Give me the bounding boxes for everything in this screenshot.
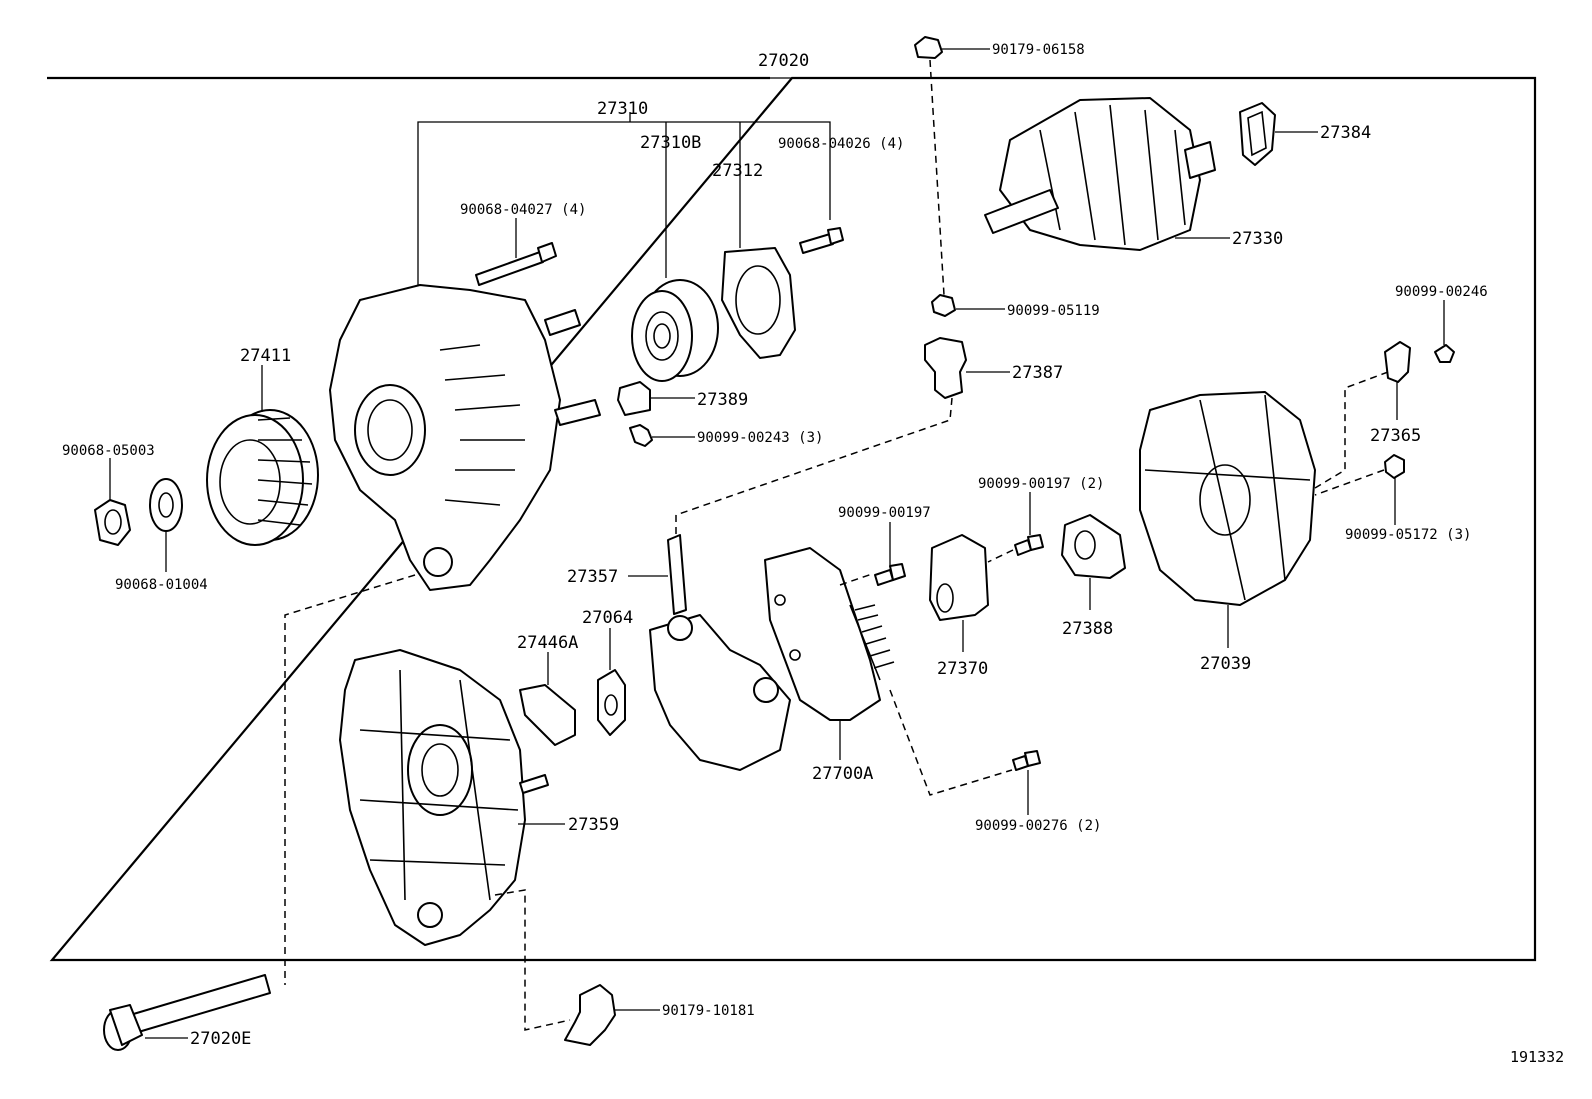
screw-90099-00246: [1434, 300, 1455, 363]
label-90068-01004: 90068-01004: [115, 577, 208, 593]
label-90179-06158: 90179-06158: [992, 42, 1085, 58]
rotor-27330: [984, 97, 1216, 251]
label-27020: 27020: [758, 51, 809, 71]
nut-90068-05003: [94, 458, 131, 546]
screw-90099-00197-2: [987, 492, 1044, 563]
label-90099-05119: 90099-05119: [1007, 303, 1100, 319]
label-27370: 27370: [937, 659, 988, 679]
label-27387: 27387: [1012, 363, 1063, 383]
label-27310B: 27310B: [640, 133, 701, 153]
label-27700A: 27700A: [812, 764, 873, 784]
label-27446A: 27446A: [517, 633, 578, 653]
bracket-leader-27310: [417, 112, 831, 290]
dashed-assembly-lines: [284, 574, 571, 1031]
label-27384: 27384: [1320, 123, 1371, 143]
bearing-27310B: [631, 279, 719, 382]
insulator-27064: [597, 628, 626, 736]
through-bolt-27020E: [103, 974, 271, 1051]
insulator-27387: [675, 337, 1010, 516]
rectifier-27357: [628, 515, 791, 771]
label-90099-00197: 90099-00197: [838, 505, 931, 521]
label-27411: 27411: [240, 346, 291, 366]
brush-holder-27370: [929, 534, 989, 652]
label-90179-10181: 90179-10181: [662, 1003, 755, 1019]
nut-90099-05172: [1314, 454, 1405, 525]
screw-90099-00243: [629, 424, 695, 447]
label-27312: 27312: [712, 161, 763, 181]
bolt-90068-04026: [799, 227, 844, 254]
terminal-insulator-27389: [617, 381, 695, 416]
label-27330: 27330: [1232, 229, 1283, 249]
label-27388: 27388: [1062, 619, 1113, 639]
regulator-27700A: [764, 547, 1013, 796]
label-27357: 27357: [567, 567, 618, 587]
nut-90099-05119: [931, 294, 1005, 317]
bracket-90179-10181: [564, 984, 660, 1046]
label-90068-04026: 90068-04026 (4): [778, 136, 904, 152]
label-90099-00246: 90099-00246: [1395, 284, 1488, 300]
label-27039: 27039: [1200, 654, 1251, 674]
label-27389: 27389: [697, 390, 748, 410]
label-90099-05172: 90099-05172 (3): [1345, 527, 1471, 543]
label-27310: 27310: [597, 99, 648, 119]
drive-end-frame-27310: [329, 284, 601, 591]
retainer-plate-27312: [721, 247, 796, 359]
nut-90179-06158: [914, 36, 990, 296]
label-27359: 27359: [568, 815, 619, 835]
pulley-27411: [206, 365, 319, 546]
screw-90099-00197: [874, 522, 906, 586]
figure-id: 191332: [1510, 1048, 1564, 1066]
rear-end-frame-27359: [339, 649, 565, 946]
rear-cover-27039: [1139, 391, 1316, 648]
label-90099-00197-2: 90099-00197 (2): [978, 476, 1104, 492]
washer-90068-01004: [149, 478, 183, 572]
label-27365: 27365: [1370, 426, 1421, 446]
label-27020E: 27020E: [190, 1029, 251, 1049]
brush-cover-27388: [1061, 514, 1126, 610]
label-27064: 27064: [582, 608, 633, 628]
label-90099-00276: 90099-00276 (2): [975, 818, 1101, 834]
label-90099-00243: 90099-00243 (3): [697, 430, 823, 446]
bracket-27446A: [519, 652, 576, 746]
terminal-27365: [1314, 341, 1411, 489]
ring-27384: [1239, 102, 1318, 166]
assembly-frame: [47, 76, 1537, 962]
label-90068-05003: 90068-05003: [62, 443, 155, 459]
long-bolt-90068-04027: [475, 218, 557, 286]
screw-90099-00276: [1012, 750, 1041, 815]
label-90068-04027: 90068-04027 (4): [460, 202, 586, 218]
